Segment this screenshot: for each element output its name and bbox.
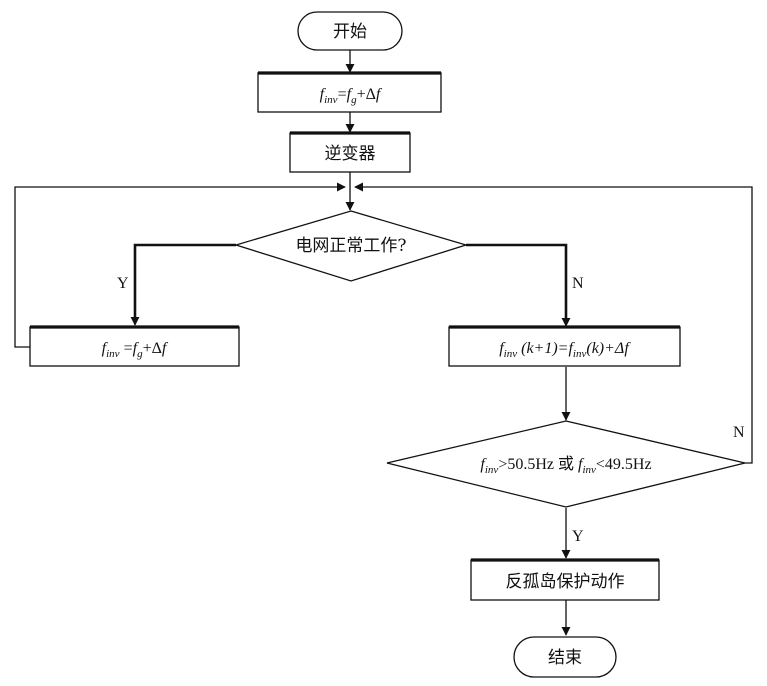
end-node: 结束 <box>513 636 617 678</box>
edge-grid-yes <box>133 243 236 320</box>
edge-loop-right <box>354 182 753 464</box>
protection-label: 反孤岛保护动作 <box>506 572 625 592</box>
grid-check-label: 电网正常工作? <box>295 236 406 256</box>
end-label: 结束 <box>548 648 582 668</box>
edge-label-freq-yes: Y <box>572 528 584 545</box>
set-frequency-formula: finv=fg+Δf <box>320 86 383 106</box>
edge-grid-no <box>466 243 568 318</box>
edge-loop-left <box>14 182 346 348</box>
anti-islanding-protection-box: 反孤岛保护动作 <box>470 558 660 601</box>
inverter-box: 逆变器 <box>289 131 411 173</box>
frequency-limit-label: finv>50.5Hz 或 finv<49.5Hz <box>480 455 651 476</box>
start-label: 开始 <box>333 22 367 42</box>
yes-set-frequency-formula: finv =fg+Δf <box>102 340 169 360</box>
set-frequency-box: finv=fg+Δf <box>257 71 442 113</box>
frequency-limit-decision: finv>50.5Hz 或 finv<49.5Hz <box>386 420 746 508</box>
grid-check-decision: 电网正常工作? <box>233 210 469 282</box>
no-update-frequency-formula: finv (k+1)=finv(k)+Δf <box>499 340 631 360</box>
inverter-label: 逆变器 <box>325 144 376 164</box>
edge-label-grid-no: N <box>572 275 584 292</box>
start-node: 开始 <box>297 11 403 51</box>
edge-label-freq-no: N <box>733 424 745 441</box>
edge-label-grid-yes: Y <box>117 275 129 292</box>
no-update-frequency-box: finv (k+1)=finv(k)+Δf <box>448 325 681 367</box>
yes-set-frequency-box: finv =fg+Δf <box>29 325 240 367</box>
